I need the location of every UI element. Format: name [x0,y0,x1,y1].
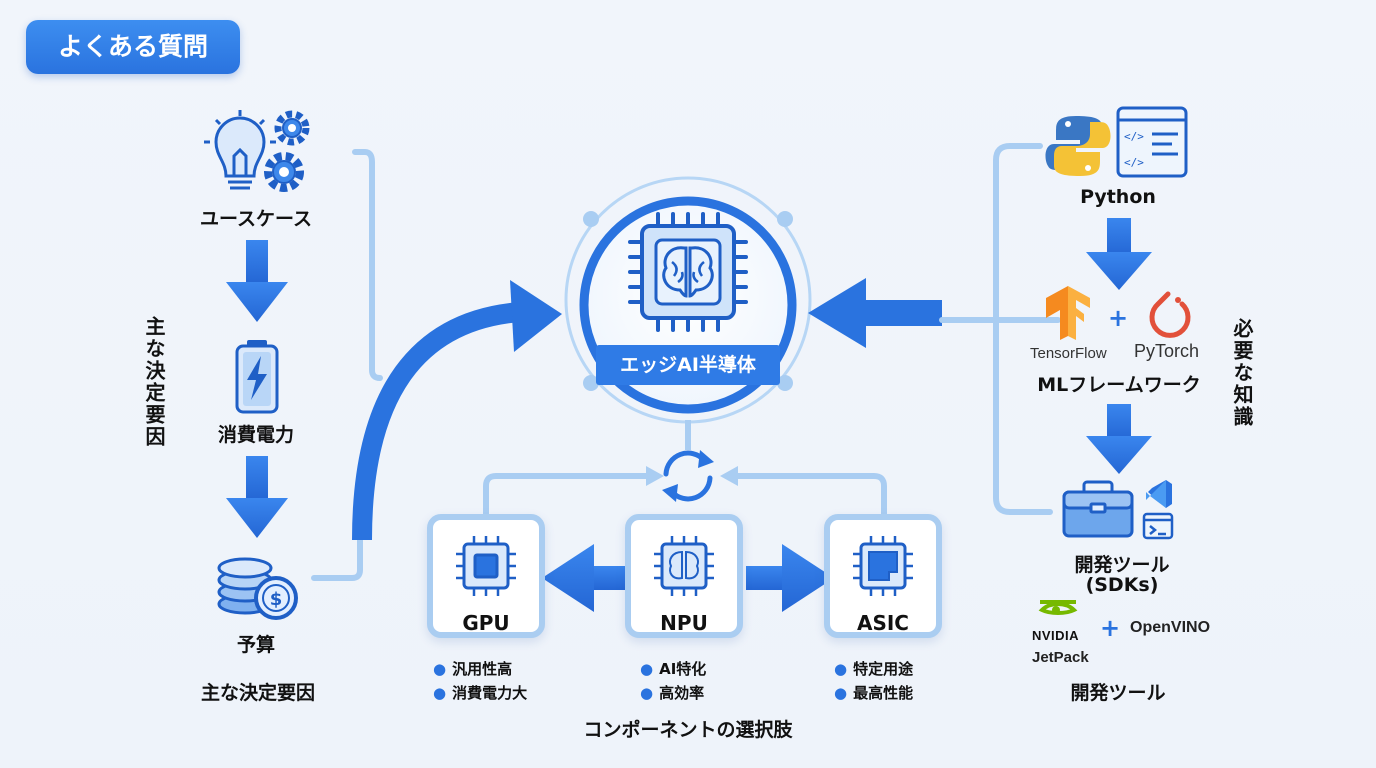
left-curve-arrow [352,302,521,541]
npu-chip-icon [654,536,714,596]
step-budget-label: 予算 [236,634,275,656]
left-vertical-label: 主な決定要因 [142,316,166,448]
dollar-icon: $ [254,576,298,620]
core-label: エッジAI半導体 [620,354,756,376]
step-usecase-label: ユースケース [199,208,313,230]
faq-badge: よくある質問 [26,20,240,74]
toolbox-icon [1062,480,1134,538]
pytorch-label: PyTorch [1134,341,1200,361]
pytorch-logo-icon [1149,291,1191,338]
npu-card[interactable] [625,514,743,638]
left-down-arrow-2 [226,456,288,538]
openvino-label: OpenVINO [1130,619,1211,636]
svg-text:$: $ [270,589,283,610]
left-bottom-label: 主な決定要因 [200,682,315,704]
jetpack-label: JetPack [1032,649,1089,666]
tensorflow-label: TensorFlow [1030,345,1107,362]
code-window-icon: </> </> [1116,106,1188,178]
asic-bullets: ●特定用途 ●最高性能 [834,657,913,705]
tensorflow-logo-icon [1046,286,1090,340]
framework-plus: + [1108,304,1129,332]
gear-icon-2 [264,152,304,192]
asic-card[interactable] [824,514,942,638]
right-down-arrow-2 [1086,404,1152,474]
gpu-bullet-1: ●汎用性高 [433,660,513,678]
right-bracket-line [993,143,1053,515]
gpu-card[interactable] [427,514,545,638]
gpu-bullet-2: ●消費電力大 [433,684,528,702]
components-bottom-label: コンポーネントの選択肢 [583,719,793,741]
core-chip-icon [628,212,748,332]
gpu-label: GPU [462,611,510,635]
nvidia-logo-icon [1038,600,1078,615]
tools-plus: + [1100,614,1121,642]
right-down-arrow-1 [1086,218,1152,290]
left-down-arrow-1 [226,240,288,322]
gpu-chip-icon [456,536,516,596]
right-bottom-label: 開発ツール [1070,682,1166,704]
sdk-label-1: 開発ツール [1074,554,1170,576]
gpu-bullets: ●汎用性高 ●消費電力大 [433,657,527,705]
npu-label: NPU [660,611,708,635]
svg-text:</>: </> [1124,130,1144,143]
python-label: Python [1080,186,1156,208]
left-curve-arrowhead [510,280,562,352]
asic-bullet-1: ●特定用途 [834,660,914,678]
left-bottom-connector-line [311,467,363,581]
npu-to-asic-arrow [746,544,834,612]
npu-bullets: ●AI特化 ●高効率 [640,657,706,705]
ml-framework-label: MLフレームワーク [1037,374,1201,396]
core-label-bar [596,345,780,385]
core-dot-3 [583,375,599,391]
svg-text:</>: </> [1124,156,1144,169]
asic-chip-icon [853,536,913,596]
npu-to-gpu-arrow [542,544,630,612]
asic-bullet-2: ●最高性能 [834,684,914,702]
lightbulb-icon [204,110,276,190]
gpu-loop-connector [483,473,653,517]
vscode-logo-icon [1146,480,1172,508]
battery-icon [235,340,279,414]
terminal-icon [1142,512,1174,540]
python-logo-icon [1045,116,1111,176]
core-dot-2 [777,211,793,227]
npu-bullet-1: ●AI特化 [640,660,707,678]
gear-icon [274,110,310,146]
core-dot-4 [777,375,793,391]
step-power-label: 消費電力 [217,424,294,446]
left-connector-line [352,149,383,381]
asic-loop-connector [733,473,887,517]
npu-bullet-2: ●高効率 [640,684,705,702]
sdk-label-2: (SDKs) [1085,574,1159,596]
nvidia-label: NVIDIA [1032,628,1080,643]
refresh-icon [662,450,714,502]
core-dot-1 [583,211,599,227]
right-vertical-label: 必要な知識 [1230,318,1254,428]
right-into-core-arrow [808,278,942,348]
asic-label: ASIC [856,611,909,635]
